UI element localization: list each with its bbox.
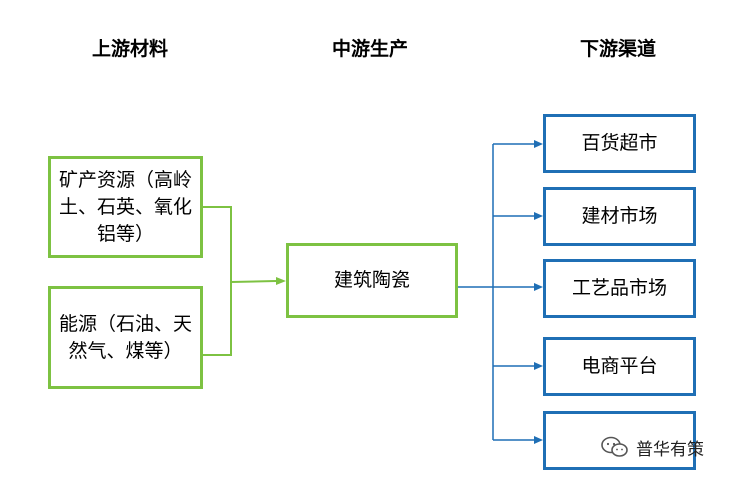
downstream-box-3: 工艺品市场	[543, 259, 696, 318]
upstream-to-midstream-line	[230, 280, 277, 283]
branch-arrowhead-5	[534, 436, 543, 444]
branch-arrowhead-3	[534, 283, 543, 291]
upstream-energy-label: 能源（石油、天然气、煤等）	[58, 312, 192, 362]
downstream-channel-label-1: 百货超市	[581, 132, 658, 154]
column-title-upstream: 上游材料	[91, 38, 168, 60]
column-title-midstream: 中游生产	[331, 38, 408, 60]
watermark: 普华有策	[600, 432, 704, 462]
downstream-box-2: 建材市场	[543, 187, 696, 246]
upstream-connector	[203, 206, 277, 356]
wechat-icon	[601, 436, 628, 457]
downstream-connector	[458, 143, 535, 441]
downstream-box-5	[543, 411, 696, 470]
downstream-channel-label-3: 工艺品市场	[571, 277, 667, 299]
upstream-minerals-label: 矿产资源（高岭土、石英、氧化铝等）	[58, 168, 192, 245]
branch-arrowhead-4	[534, 362, 543, 370]
upstream-box-minerals: 矿产资源（高岭土、石英、氧化铝等）	[48, 156, 203, 258]
upstream-bracket	[203, 206, 232, 356]
upstream-arrowhead	[276, 277, 286, 285]
midstream-box-product: 建筑陶瓷	[286, 243, 458, 318]
upstream-box-energy: 能源（石油、天然气、煤等）	[48, 286, 203, 389]
downstream-channel-label-4: 电商平台	[581, 355, 658, 377]
midstream-product-label: 建筑陶瓷	[333, 269, 410, 291]
branch-arrowhead-2	[534, 212, 543, 220]
branch-arrowhead-1	[534, 140, 543, 148]
column-title-downstream: 下游渠道	[579, 38, 656, 60]
downstream-box-1: 百货超市	[543, 114, 696, 173]
downstream-channel-label-2: 建材市场	[581, 205, 658, 227]
downstream-box-4: 电商平台	[543, 337, 696, 396]
watermark-text: 普华有策	[636, 439, 704, 460]
